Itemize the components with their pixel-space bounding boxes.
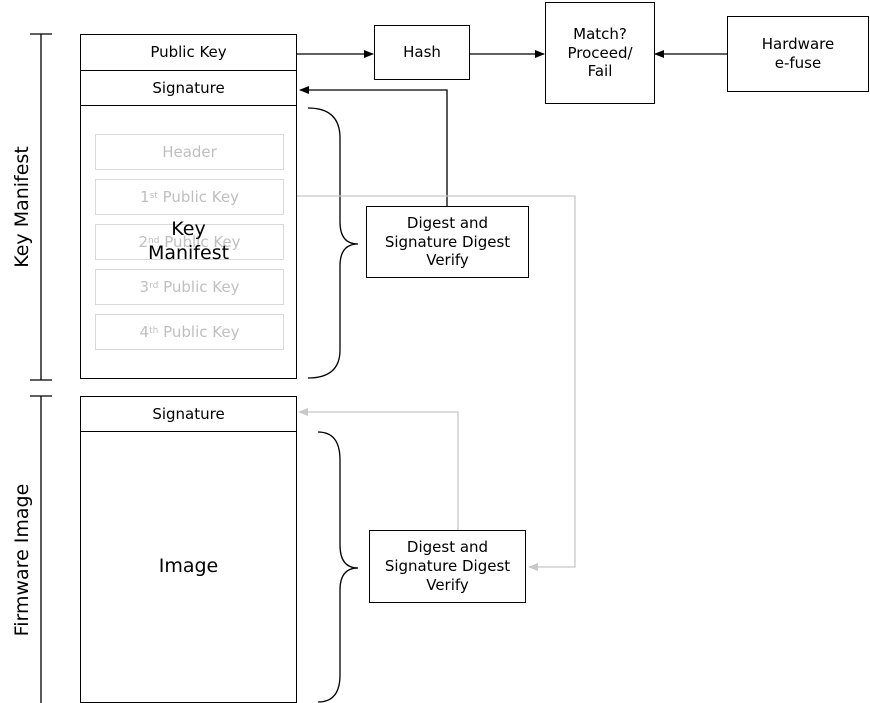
match-box: Match? Proceed/ Fail xyxy=(545,2,655,104)
key-manifest-signature-field: Signature xyxy=(80,70,297,106)
match-line-3: Fail xyxy=(587,62,613,81)
verify-to-signature-arrow xyxy=(299,86,448,207)
header-field: Header xyxy=(95,134,284,170)
third-key-ordinal: 3 xyxy=(139,277,150,296)
key-manifest-brace xyxy=(307,107,359,379)
key-manifest-side-label: Key Manifest xyxy=(11,146,33,268)
hardware-efuse-box: Hardware e-fuse xyxy=(727,16,869,92)
verify-bottom-line-1: Digest and xyxy=(406,538,489,557)
second-key-suffix: nd xyxy=(147,236,160,247)
fourth-key-text: Public Key xyxy=(163,322,240,341)
first-key-ordinal: 1 xyxy=(140,187,150,206)
third-key-suffix: rd xyxy=(149,281,159,292)
firmware-brace xyxy=(317,431,359,703)
image-label: Image xyxy=(158,555,219,578)
key-manifest-title-line1: Key xyxy=(171,218,206,241)
match-line-2: Proceed/ xyxy=(567,43,633,62)
verify-bottom-line-3: Verify xyxy=(426,575,469,594)
firmware-image-bracket xyxy=(30,395,52,703)
fourth-key-suffix: th xyxy=(149,326,159,337)
fourth-key-ordinal: 4 xyxy=(139,322,150,341)
verify-bottom-line-2: Signature Digest xyxy=(384,557,511,576)
first-key-text: Public Key xyxy=(162,187,239,206)
verify-top-line-3: Verify xyxy=(426,251,469,270)
third-key-text: Public Key xyxy=(163,277,240,296)
firmware-image-side-label: Firmware Image xyxy=(11,483,33,637)
hash-box: Hash xyxy=(374,25,470,80)
second-key-text: Public Key xyxy=(164,232,241,251)
public-key-field: Public Key xyxy=(80,34,297,71)
hardware-line-1: Hardware xyxy=(761,35,835,54)
bottom-verify-to-fw-signature-arrow xyxy=(298,408,459,530)
key-manifest-title-line2: Manifest xyxy=(147,242,230,264)
match-line-1: Match? xyxy=(573,24,627,43)
key-manifest-bracket xyxy=(30,33,52,381)
verify-top-line-2: Signature Digest xyxy=(384,232,511,251)
first-key-to-bottom-verify-arrow xyxy=(284,195,576,571)
firmware-image-block xyxy=(80,396,297,703)
firmware-signature-field: Signature xyxy=(80,396,297,432)
verify-top-line-1: Digest and xyxy=(406,213,489,232)
firmware-verify-box: Digest and Signature Digest Verify xyxy=(369,530,526,603)
hardware-line-2: e-fuse xyxy=(774,54,822,72)
key-manifest-verify-box: Digest and Signature Digest Verify xyxy=(366,206,529,278)
first-key-suffix: st xyxy=(149,191,158,202)
key-manifest-title: Key Manifest xyxy=(80,212,297,272)
second-key-ordinal: 2 xyxy=(138,232,148,251)
